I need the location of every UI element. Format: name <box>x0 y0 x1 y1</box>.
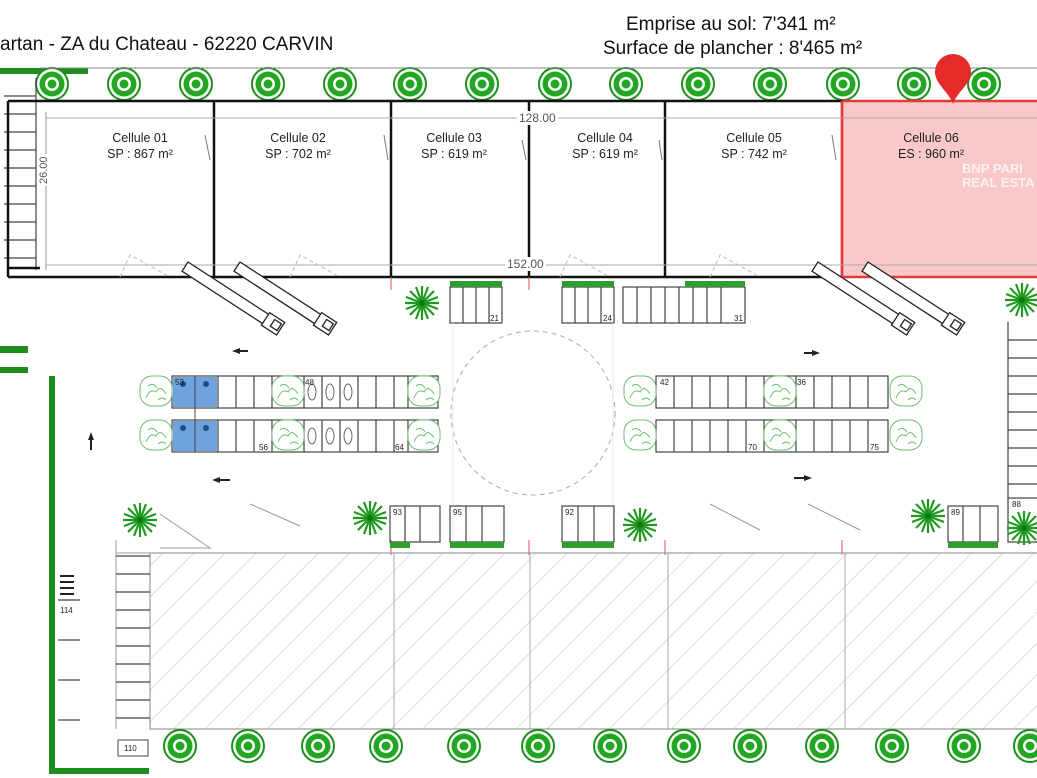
cell-02[interactable]: Cellule 02 SP : 702 m² <box>248 130 348 162</box>
tree-row-bottom <box>163 729 1037 763</box>
building <box>6 99 842 279</box>
tree-row-top <box>35 67 1001 101</box>
parking-label: 31 <box>734 314 743 323</box>
left-dock <box>4 78 37 270</box>
parking-label: 88 <box>1012 500 1021 509</box>
cell-02-name: Cellule 02 <box>270 131 326 145</box>
site-address: artan - ZA du Chateau - 62220 CARVIN <box>0 34 334 55</box>
parking-label: 64 <box>395 443 404 452</box>
parking-label: 75 <box>870 443 879 452</box>
parking-label: 53 <box>175 378 184 387</box>
parking-label: 92 <box>565 508 574 517</box>
surface-de-plancher: Surface de plancher : 8'465 m² <box>603 38 863 59</box>
cell-03[interactable]: Cellule 03 SP : 619 m² <box>404 130 504 162</box>
cell-05-name: Cellule 05 <box>726 131 782 145</box>
parking-label: 110 <box>124 744 137 753</box>
cell-04-area: SP : 619 m² <box>572 147 638 161</box>
parking-label: 89 <box>951 508 960 517</box>
parking-label: 56 <box>259 443 268 452</box>
hedge-left-mid <box>0 346 28 353</box>
parking-label: 114 <box>60 606 73 615</box>
cell-01[interactable]: Cellule 01 SP : 867 m² <box>90 130 190 162</box>
roundabout <box>450 330 616 496</box>
parking-label: 93 <box>393 508 402 517</box>
cell-03-area: SP : 619 m² <box>421 147 487 161</box>
cell-06[interactable]: Cellule 06 ES : 960 m² <box>881 130 981 162</box>
parking-label: 24 <box>603 314 612 323</box>
parking-label: 48 <box>305 378 314 387</box>
future-building-hatched <box>149 552 1037 730</box>
parking-label: 36 <box>797 378 806 387</box>
cell-01-name: Cellule 01 <box>112 131 168 145</box>
dimension-bottom: 152.00 <box>505 257 546 271</box>
parking-label: 21 <box>490 314 499 323</box>
dimension-top: 128.00 <box>517 111 558 125</box>
parking-label: 95 <box>453 508 462 517</box>
cell-06-name: Cellule 06 <box>903 131 959 145</box>
dimension-depth: 26.00 <box>38 154 50 186</box>
cell-03-name: Cellule 03 <box>426 131 482 145</box>
cell-06-area: ES : 960 m² <box>898 147 964 161</box>
parking-label: 70 <box>748 443 757 452</box>
emprise-au-sol: Emprise au sol: 7'341 m² <box>626 14 836 35</box>
cell-04[interactable]: Cellule 04 SP : 619 m² <box>555 130 655 162</box>
cell-05-area: SP : 742 m² <box>721 147 787 161</box>
cell-06-highlight <box>840 99 1037 279</box>
parking-label: 42 <box>660 378 669 387</box>
cell-04-name: Cellule 04 <box>577 131 633 145</box>
watermark-logo: BNP PARI REAL ESTA <box>962 161 1035 190</box>
cell-02-area: SP : 702 m² <box>265 147 331 161</box>
trucks <box>181 261 966 336</box>
hedge-left-vertical <box>49 376 55 773</box>
cell-01-area: SP : 867 m² <box>107 147 173 161</box>
cell-05[interactable]: Cellule 05 SP : 742 m² <box>704 130 804 162</box>
location-pin-icon <box>935 54 971 104</box>
